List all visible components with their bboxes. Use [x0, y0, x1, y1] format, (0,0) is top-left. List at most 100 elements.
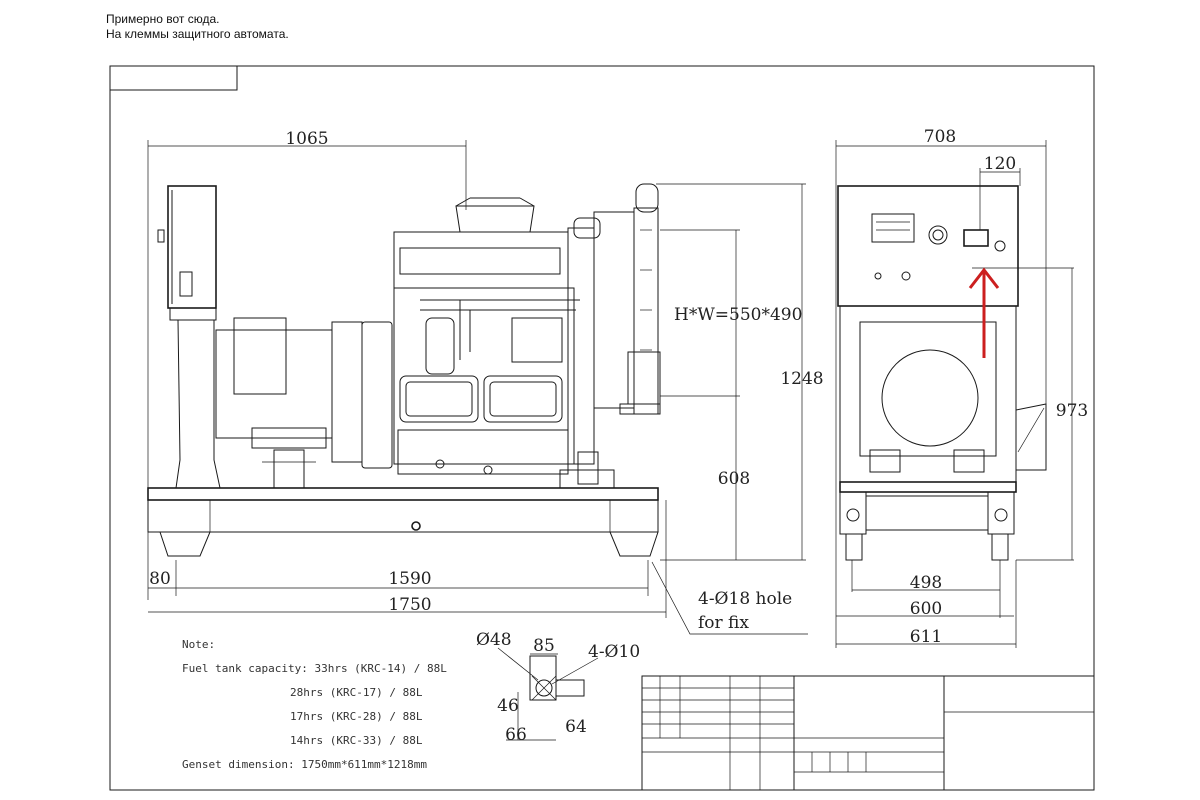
alternator-end: [881, 349, 979, 447]
detail-tab: [555, 679, 585, 697]
detail-text-right: 64: [565, 717, 587, 737]
dim-text-608: 608: [718, 469, 750, 489]
title-block-frame: [641, 675, 1095, 791]
detail-text-top: 85: [533, 636, 555, 656]
sheet-corner-box: [109, 65, 238, 91]
note-fuel-3: 17hrs (KRC-28) / 88L: [290, 710, 423, 723]
panel-indicator: [994, 240, 1006, 252]
air-filter-edge-r: [519, 197, 535, 207]
dim-text-1065: 1065: [285, 129, 328, 149]
support-pillar: [175, 319, 221, 489]
radiator-bottom-tank: [627, 351, 661, 405]
pillar-cap: [169, 307, 217, 321]
detail-text-holes: 4-Ø10: [588, 642, 640, 662]
hole-note-1: 4-Ø18 hole: [698, 589, 792, 609]
annotation-arrow: [968, 267, 1000, 358]
base-foot-left: [159, 531, 211, 557]
side-base-hole-right: [994, 508, 1008, 522]
detail-hole: [535, 679, 553, 697]
side-view: 708 120 973: [835, 127, 1088, 648]
detail-plate: [529, 655, 557, 701]
panel-button-1: [874, 272, 882, 280]
note-title: Note:: [182, 638, 215, 651]
sump: [397, 429, 569, 475]
control-box-handle: [179, 271, 193, 297]
note-fuel-2: 28hrs (KRC-17) / 88L: [290, 686, 423, 699]
side-bracket-diagonal: [1017, 407, 1045, 453]
title-block: [641, 675, 1095, 791]
base-foot-right: [609, 531, 659, 557]
circuit-breaker: [963, 229, 989, 247]
engine-head: [393, 231, 569, 289]
air-filter-edge-l: [455, 197, 471, 207]
note-fuel-4: 14hrs (KRC-33) / 88L: [290, 734, 423, 747]
detail-text-slot: Ø48: [476, 630, 512, 650]
detail-text-side: 46: [497, 696, 519, 716]
side-base-channel: [865, 495, 989, 531]
side-enclosure-inner: [859, 321, 997, 457]
alternator-body: [215, 329, 333, 439]
alternator-mount: [273, 449, 305, 489]
dim-text-120: 120: [984, 154, 1016, 174]
detail-cross-2: [531, 675, 557, 701]
caption-line-1: Примерно вот сюда.: [106, 12, 220, 26]
base-frame: [147, 499, 659, 533]
dim-text-1590: 1590: [388, 569, 431, 589]
side-base-top: [839, 481, 1017, 493]
flywheel-housing: [331, 321, 363, 463]
sheet-frame: [109, 65, 1095, 791]
dim-text-1248: 1248: [780, 369, 823, 389]
dim-text-498: 498: [910, 573, 942, 593]
fuel-lines: [420, 299, 580, 360]
drain-plug-right: [483, 465, 493, 475]
dim-text-973: 973: [1056, 401, 1088, 421]
annotation-arrow-head: [968, 267, 1000, 289]
drain-plug-left: [435, 459, 445, 469]
side-foot-left: [845, 533, 863, 561]
injection-pump: [511, 317, 563, 363]
alternator-terminal-box: [233, 317, 287, 395]
panel-dial-inner: [932, 229, 944, 241]
dim-text-80: 80: [149, 569, 171, 589]
dim-text-600: 600: [910, 599, 942, 619]
caption-line-2: На клеммы защитного автомата.: [106, 27, 289, 41]
alternator-foot: [251, 427, 327, 449]
base-lifting-hole: [411, 521, 421, 531]
radiator-core: [633, 207, 659, 415]
water-outlet: [573, 217, 601, 239]
side-base-hole-left: [846, 508, 860, 522]
panel-display: [871, 213, 915, 243]
air-filter: [455, 205, 535, 233]
oil-pan-left: [399, 375, 479, 423]
note-dimension: Genset dimension: 1750mm*611mm*1218mm: [182, 758, 427, 771]
bell-housing: [361, 321, 393, 469]
front-view: 1065: [147, 129, 824, 635]
side-control-panel: [837, 185, 1019, 307]
panel-button-2: [901, 271, 911, 281]
control-box-hinge: [157, 229, 165, 243]
radiator-foot: [619, 403, 661, 415]
fuel-filter: [425, 317, 455, 375]
detail-text-bottom: 66: [505, 725, 527, 745]
caption: Примерно вот сюда. На клеммы защитного а…: [106, 12, 289, 42]
dim-text-radiator: H*W=550*490: [674, 305, 802, 325]
side-base-left: [839, 491, 867, 535]
dim-text-708: 708: [924, 127, 956, 147]
side-mount-left: [869, 449, 901, 473]
hole-detail: Ø48 85 4-Ø10 46 66 64: [476, 630, 640, 745]
engine-block: [393, 287, 575, 465]
valve-cover: [399, 247, 561, 275]
hole-note-2: for fix: [698, 613, 749, 633]
oil-pan-left-inner: [405, 381, 473, 417]
notes-block: Note: Fuel tank capacity: 33hrs (KRC-14)…: [182, 638, 447, 771]
detail-leader-slot: [497, 647, 539, 681]
dim-text-611: 611: [910, 627, 942, 647]
base-frame-top: [147, 487, 659, 501]
timing-cover: [567, 227, 595, 465]
oil-pan-right: [483, 375, 563, 423]
panel-dial: [928, 225, 948, 245]
side-mount-right: [953, 449, 985, 473]
oil-pan-right-inner: [489, 381, 557, 417]
radiator-cap: [635, 183, 659, 213]
